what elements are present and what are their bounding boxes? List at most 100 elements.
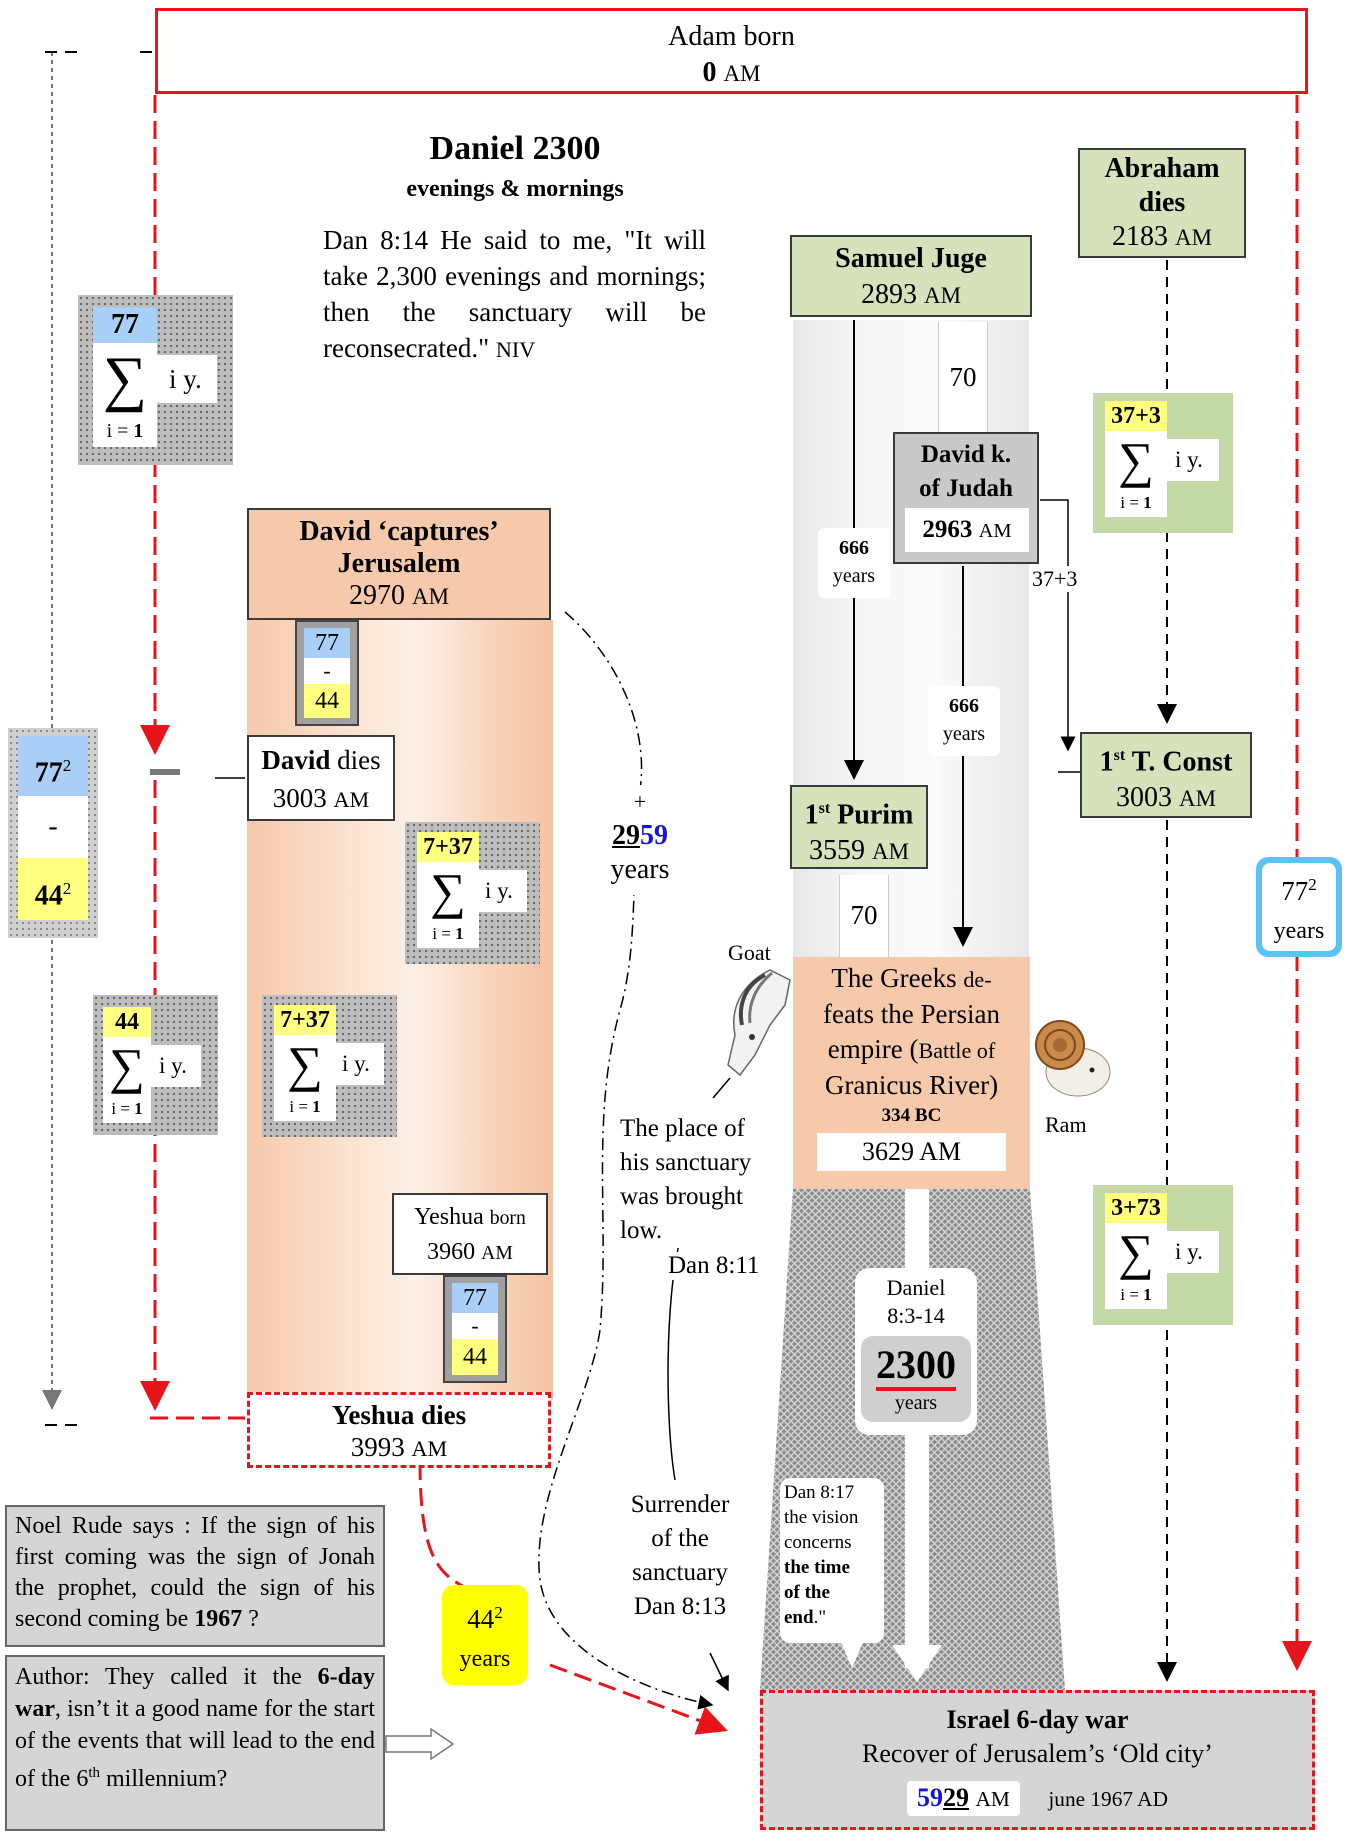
d2300-ref: 8:3-14 [887,1303,945,1328]
sigma-symbol: ∑ [287,1036,323,1092]
noel-bold: 1967 [194,1606,243,1632]
author-end: millennium? [105,1766,228,1792]
outline-arrow-icon [385,1727,455,1761]
david-dies-box: David dies 3003 AM [247,735,395,821]
verse-version: NIV [495,337,536,362]
ram-label: Ram [1045,1112,1087,1137]
israel-box: Israel 6-day war Recover of Jerusalem’s … [760,1690,1315,1830]
temple-sup: st [1113,747,1126,764]
noel-name: Noel Rude [15,1513,123,1539]
sq-a: 77 [34,757,63,789]
y666b-label: years [942,723,986,745]
israel-b: 29 [943,1783,970,1812]
sum-one: 1 [1143,1285,1152,1304]
sum-one: 1 [455,924,464,943]
yd-title: Yeshua dies [331,1400,467,1430]
dan817-b2: of the [784,1582,830,1603]
daniel-2300-box: Daniel 8:3-14 2300 years [855,1268,977,1435]
place-text: The place of his sanctuary was brought l… [620,1112,780,1248]
dan817-end: ." [813,1607,827,1628]
d2300-title: Daniel [886,1275,946,1300]
israel-date: june 1967 AD [1048,1787,1168,1811]
heading-verse: Dan 8:14 He said to me, "It will take 2,… [323,222,706,368]
abraham-title2: dies [1138,187,1186,218]
sum-ieq: i = [106,420,129,442]
heading-title: Daniel 2300 [429,130,601,167]
sum-ieq: i = [111,1099,130,1118]
greeks-l2: feats the Persian [823,999,1000,1029]
abraham-box: Abraham dies 2183 AM [1078,148,1246,258]
sum-one: 1 [133,420,144,442]
years666-b: 666 years [928,686,1000,756]
samuel-year: 2893 [861,279,917,310]
verse-text: Dan 8:14 He said to me, "It will take 2,… [323,225,706,363]
sigma-symbol: ∑ [102,345,148,413]
abraham-title1: Abraham [1104,153,1220,184]
greeks-l1b: de- [963,967,992,992]
adam-born-box: Adam born 0 AM [155,8,1308,94]
samuel-title: Samuel Juge [835,243,987,274]
yeshua-born-box: Yeshua born 3960 AM [392,1193,548,1275]
yb-name: Yeshua [414,1204,484,1230]
dashdot-2959-curve [538,611,714,1710]
adam-born-year: 0 [702,57,717,88]
sum-box-7-37-b: 7+37 ∑ i y. i = 1 [262,995,397,1137]
author-pre: Author: They called it the [15,1664,302,1690]
surrender-box: Surrender of the sanctuary Dan 8:13 [615,1488,745,1624]
sum-ieq: i = [289,1097,308,1116]
sigma-symbol: ∑ [109,1038,145,1094]
sum-box-77: 77 ∑ i y. i = 1 [78,295,233,465]
left-square-box: 772 - 442 [8,728,98,938]
purim-title: Purim [837,799,914,831]
surr-ref: Dan 8:13 [633,1593,727,1620]
temple-title: T. Const [1131,746,1233,778]
noel-box: Noel Rude says : If the sign of his firs… [5,1505,385,1647]
red-44sq-curve [418,1461,471,1592]
mb-b: 44 [304,684,350,718]
minus-box-b: 77 - 44 [443,1275,507,1383]
dd-unit: AM [333,787,370,812]
sum-one: 1 [134,1099,143,1118]
purim-unit: AM [872,839,909,865]
dc-unit: AM [412,584,449,609]
dan817-callout: Dan 8:17 the vision concerns the time of… [780,1478,884,1643]
sq-b: 44 [34,880,63,912]
dk-title2: of Judah [919,475,1013,502]
mb-a: 77 [304,628,350,658]
purim-year: 3559 [809,835,865,867]
surr-l3: sanctuary [632,1559,728,1586]
mb-minus: - [304,658,350,684]
greeks-l4: Granicus River) [824,1070,999,1100]
y666a-label: years [832,565,876,587]
dk-unit: AM [978,520,1012,542]
mb-a: 77 [452,1283,498,1313]
mb-b: 44 [452,1339,498,1375]
span-a: 29 [612,820,640,851]
yb-year: 3960 [427,1239,476,1265]
d2300-num: 2300 [876,1342,956,1391]
sq-exp: 2 [62,756,72,775]
purim-sup: st [818,800,831,817]
ram-icon [1035,1020,1111,1097]
dc-title2: Jerusalem [337,548,461,579]
span-label: years [610,854,670,885]
sum-upper: 44 [103,1007,151,1037]
israel-unit: AM [975,1787,1010,1811]
y666b-n: 666 [949,695,979,717]
sum-iy: i y. [151,1045,201,1087]
surr-l1: Surrender [630,1491,730,1518]
sigma-symbol: ∑ [1118,432,1154,488]
greeks-l1: The Greeks [831,963,957,993]
sigma-symbol: ∑ [1118,1224,1154,1280]
d2300-label: years [894,1392,938,1414]
abraham-year: 2183 [1112,221,1168,252]
dk-title1: David k. [920,441,1012,468]
david-captures-box: David ‘captures’ Jerusalem 2970 AM [247,508,551,620]
david-king-box: David k. of Judah 2963 AM [893,432,1039,564]
dc-title1: David ‘captures’ [299,516,499,547]
purim-ord: 1 [804,799,819,831]
author-bold: 6-day war [15,1664,376,1722]
sigma-symbol: ∑ [430,863,466,919]
temple-ord: 1 [1099,746,1114,778]
temple-unit: AM [1179,786,1216,812]
